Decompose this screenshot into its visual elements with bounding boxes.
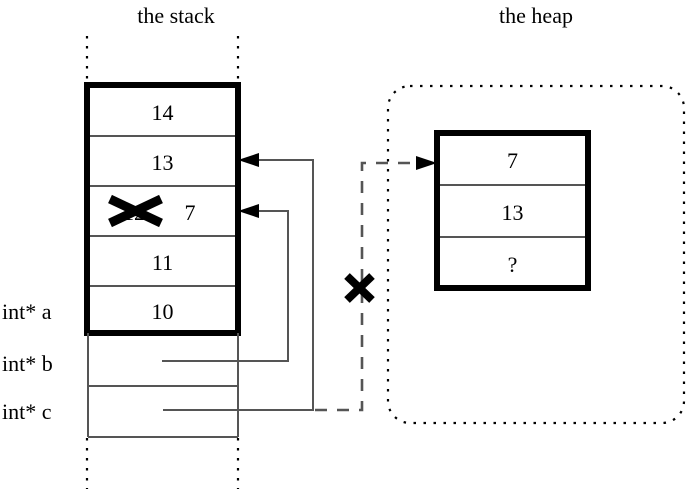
- x-cross-over-dashed-arrow-icon: [344, 273, 375, 303]
- pointer-label-a: int* a: [2, 299, 52, 324]
- pointer-c-connector: [163, 159, 314, 411]
- pointer-b-arrowhead: [238, 204, 259, 218]
- stack-cell-value-2-struck: 12: [123, 200, 145, 225]
- stack-title: the stack: [137, 3, 215, 28]
- dangling-pointer-arrowhead: [416, 156, 437, 170]
- heap-block-dividers: [440, 184, 585, 238]
- pointer-c-arrowhead: [238, 153, 259, 167]
- x-cross-over-12-icon: [108, 194, 163, 228]
- stack-continuation-dots-top: [85, 36, 240, 85]
- heap-title: the heap: [499, 3, 573, 28]
- stack-value-block: [84, 82, 241, 336]
- heap-cell-value-0: 7: [507, 148, 518, 173]
- stack-cell-value-4: 10: [151, 299, 174, 324]
- pointer-b-connector: [162, 210, 289, 362]
- stack-continuation-dots-bottom: [85, 438, 240, 489]
- stack-pointer-block: [87, 333, 239, 438]
- stack-cell-value-0: 14: [151, 100, 174, 125]
- heap-cell-value-2: ?: [507, 252, 518, 277]
- stack-cell-value-3: 11: [151, 250, 174, 275]
- pointer-label-b: int* b: [2, 351, 53, 376]
- stack-cell-value-2-new: 7: [184, 200, 196, 225]
- heap-cell-value-1: 13: [501, 200, 524, 225]
- stack-value-block-dividers: [90, 135, 235, 287]
- heap-block: [434, 130, 591, 291]
- dangling-pointer-dashed-connector: [315, 161, 425, 412]
- pointer-label-c: int* c: [2, 399, 52, 424]
- stack-cell-value-1: 13: [151, 150, 174, 175]
